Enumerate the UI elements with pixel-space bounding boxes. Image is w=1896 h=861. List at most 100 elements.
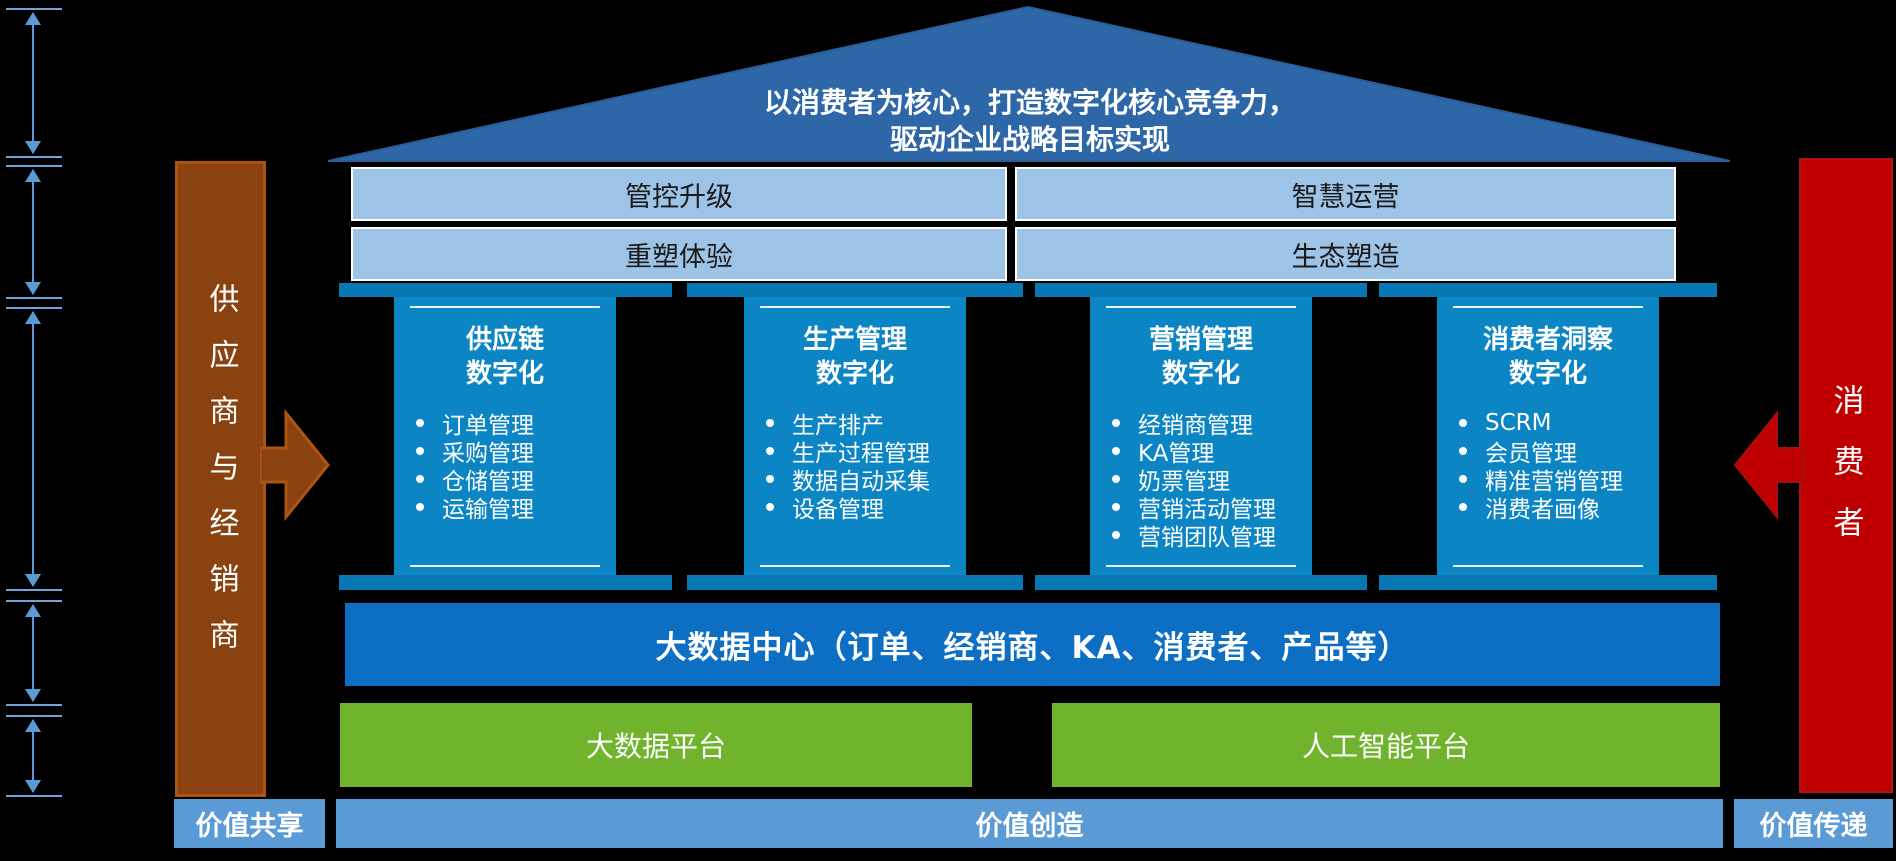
pillar-bullet-list: 生产排产 生产过程管理 数据自动采集 设备管理 [744, 409, 966, 523]
pillar-divider [1106, 565, 1296, 567]
pillar-bullet-list: SCRM 会员管理 精准营销管理 消费者画像 [1437, 409, 1659, 523]
pillar-cap-2 [687, 283, 1023, 297]
pillar-cap-1 [339, 283, 672, 297]
roof-triangle [327, 5, 1731, 162]
bullet-icon [416, 503, 424, 511]
dimension-arrow-platforms [6, 715, 64, 797]
strategy-label: 智慧运营 [1291, 181, 1400, 213]
bullet-icon [416, 419, 424, 427]
dimension-arrow-pillars [6, 307, 64, 591]
strategy-label: 重塑体验 [625, 241, 733, 273]
pillar-base-4 [1379, 575, 1717, 590]
bullet-label: 仓储管理 [442, 469, 534, 495]
pillar-consumer-insight: 消费者洞察 数字化 SCRM 会员管理 精准营销管理 消费者画像 [1437, 297, 1659, 575]
platform-label: 人工智能平台 [1301, 730, 1470, 763]
vision-line-1: 以消费者为核心，打造数字化核心竞争力， [763, 86, 1296, 119]
pillar-production: 生产管理 数字化 生产排产 生产过程管理 数据自动采集 设备管理 [744, 297, 966, 575]
bullet-label: SCRM [1485, 410, 1552, 436]
bullet-icon [766, 475, 774, 483]
bullet-label: 营销活动管理 [1138, 497, 1276, 523]
pillar-divider [410, 306, 600, 308]
bullet-icon [1112, 531, 1120, 539]
list-item: KA管理 [1090, 437, 1312, 467]
bullet-label: 精准营销管理 [1485, 469, 1623, 495]
pillar-title: 供应链 数字化 [465, 325, 544, 389]
bullet-icon [416, 447, 424, 455]
big-data-platform-bar: 大数据平台 [340, 703, 972, 787]
bullet-icon [1459, 419, 1467, 427]
vision-line-2: 驱动企业战略目标实现 [889, 123, 1170, 156]
bullet-label: 经销商管理 [1138, 413, 1253, 439]
value-label: 价值创造 [975, 811, 1084, 842]
bullet-label: 采购管理 [442, 441, 534, 467]
bullet-label: 订单管理 [442, 413, 534, 439]
bullet-label: 运输管理 [442, 497, 534, 523]
value-label: 价值传递 [1759, 811, 1868, 842]
bullet-label: 生产过程管理 [792, 441, 930, 467]
list-item: 奶票管理 [1090, 465, 1312, 495]
arrow-left-icon [1733, 410, 1804, 520]
ai-platform-bar: 人工智能平台 [1052, 703, 1720, 787]
pillar-bullet-list: 经销商管理 KA管理 奶票管理 营销活动管理 营销团队管理 [1090, 409, 1312, 551]
list-item: 经销商管理 [1090, 409, 1312, 439]
bullet-icon [1459, 447, 1467, 455]
bullet-label: 营销团队管理 [1138, 525, 1276, 551]
list-item: 会员管理 [1437, 437, 1659, 467]
dimension-arrow-datacenter [6, 600, 64, 706]
pillar-title: 生产管理 数字化 [802, 325, 907, 389]
bullet-icon [766, 503, 774, 511]
supplier-distributor-label: 供应商与经销商 [203, 283, 239, 675]
bullet-icon [1459, 503, 1467, 511]
bullet-icon [1112, 419, 1120, 427]
value-label: 价值共享 [195, 811, 304, 842]
pillar-divider [1106, 306, 1296, 308]
dimension-arrow-strategy [6, 165, 64, 299]
list-item: 营销活动管理 [1090, 493, 1312, 523]
pillar-title: 营销管理 数字化 [1148, 325, 1253, 389]
consumer-label: 消费者 [1827, 384, 1864, 567]
bullet-label: 设备管理 [792, 497, 884, 523]
bullet-icon [1112, 503, 1120, 511]
value-delivery-bar: 价值传递 [1734, 799, 1893, 848]
pillar-base-2 [687, 575, 1023, 590]
pillar-supply-chain: 供应链 数字化 订单管理 采购管理 仓储管理 运输管理 [394, 297, 616, 575]
strategy-bar-experience: 重塑体验 [351, 227, 1007, 281]
bullet-icon [766, 447, 774, 455]
list-item: 生产过程管理 [744, 437, 966, 467]
pillar-divider [1453, 565, 1643, 567]
list-item: 精准营销管理 [1437, 465, 1659, 495]
bullet-label: 奶票管理 [1138, 469, 1230, 495]
pillar-marketing: 营销管理 数字化 经销商管理 KA管理 奶票管理 营销活动管理 营销团队管理 [1090, 297, 1312, 575]
bullet-icon [766, 419, 774, 427]
list-item: 仓储管理 [394, 465, 616, 495]
bullet-icon [416, 475, 424, 483]
dimension-arrow-roof [6, 8, 64, 158]
bullet-icon [1112, 447, 1120, 455]
pillar-cap-4 [1379, 283, 1717, 297]
pillar-base-1 [339, 575, 672, 590]
bullet-label: 消费者画像 [1485, 497, 1600, 523]
arrow-right-icon [260, 408, 330, 522]
list-item: 运输管理 [394, 493, 616, 523]
list-item: 采购管理 [394, 437, 616, 467]
pillar-divider [760, 306, 950, 308]
vision-statement: 以消费者为核心，打造数字化核心竞争力， 驱动企业战略目标实现 [530, 84, 1530, 158]
strategy-bar-governance: 管控升级 [351, 167, 1007, 221]
pillar-base-3 [1035, 575, 1367, 590]
strategy-label: 管控升级 [625, 181, 733, 213]
list-item: 数据自动采集 [744, 465, 966, 495]
value-creation-bar: 价值创造 [336, 799, 1723, 848]
big-data-center-label: 大数据中心（订单、经销商、KA、消费者、产品等） [655, 630, 1410, 666]
pillar-divider [410, 565, 600, 567]
pillar-title: 消费者洞察 数字化 [1482, 325, 1613, 389]
list-item: 设备管理 [744, 493, 966, 523]
bullet-label: 生产排产 [792, 413, 884, 439]
supplier-distributor-bar: 供应商与经销商 [175, 161, 266, 797]
bullet-icon [1459, 475, 1467, 483]
bullet-icon [1112, 475, 1120, 483]
list-item: 营销团队管理 [1090, 521, 1312, 551]
list-item: 订单管理 [394, 409, 616, 439]
pillar-divider [760, 565, 950, 567]
pillar-bullet-list: 订单管理 采购管理 仓储管理 运输管理 [394, 409, 616, 523]
